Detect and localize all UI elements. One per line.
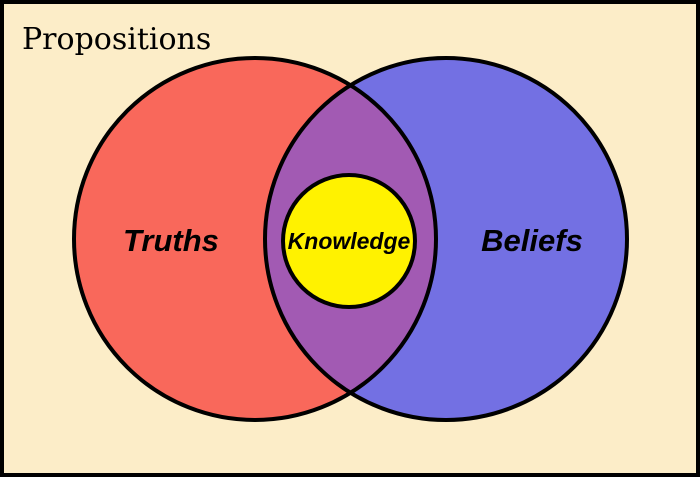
knowledge-label: Knowledge: [288, 228, 411, 254]
truths-circle-outline: [72, 56, 438, 422]
diagram-title: Propositions: [22, 22, 211, 57]
beliefs-label: Beliefs: [481, 223, 583, 258]
knowledge-circle: [281, 173, 417, 309]
truths-label: Truths: [123, 223, 219, 258]
beliefs-circle-outline: [263, 56, 629, 422]
